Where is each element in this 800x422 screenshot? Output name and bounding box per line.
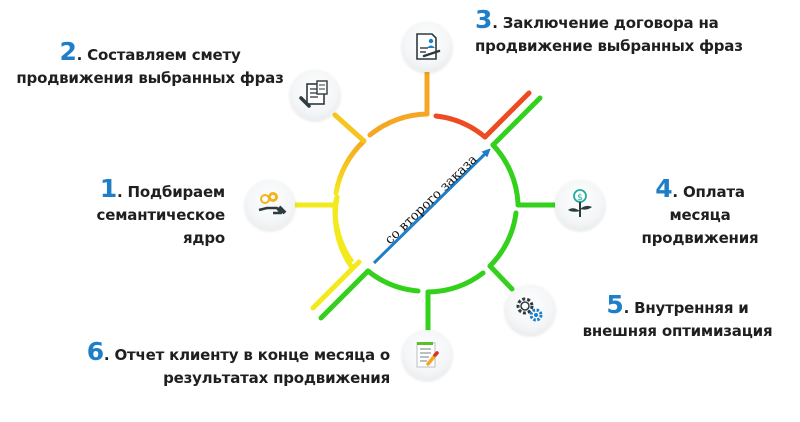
arc-step4-5	[487, 210, 519, 269]
step-6: 6. Отчет клиенту в конце месяца о резуль…	[80, 337, 390, 390]
hand-gears-icon	[258, 192, 287, 215]
step-4-line2: продвижения	[641, 229, 759, 247]
step-1-line1: 1. Подбираем	[99, 174, 226, 203]
step-5-title: Внутренняя и	[634, 299, 749, 317]
arc-step3-red	[433, 113, 488, 140]
green-line-top	[490, 95, 543, 148]
step2-icon-disc	[290, 70, 340, 120]
step-5: 5. Внутренняя и внешняя оптимизация	[580, 290, 775, 343]
step1-icon-disc	[245, 180, 295, 230]
arc-step6-start	[365, 268, 421, 294]
step-2-number: 2	[59, 37, 77, 66]
green-line-bottom	[318, 268, 371, 321]
arc-step1-2	[333, 138, 367, 196]
step-4-title: Оплата месяца	[669, 183, 745, 224]
connector-step1	[293, 194, 340, 208]
estimate-calculator-icon	[299, 80, 328, 108]
step-5-number: 5	[606, 290, 624, 319]
connector-step5	[487, 263, 515, 292]
arc-step5-6	[425, 270, 486, 295]
step-3: 3. Заключение договора на продвижение вы…	[475, 5, 795, 58]
yellow-line-bottom	[310, 259, 362, 311]
step-3-line2: продвижение выбранных фраз	[475, 37, 743, 55]
step-3-title: Заключение договора на	[502, 14, 719, 32]
optimization-gears-icon	[516, 297, 543, 322]
step-3-line1: 3. Заключение договора на	[475, 5, 719, 34]
step-1: 1. Подбираем семантическое ядро	[60, 174, 226, 250]
contract-document-icon	[416, 33, 441, 60]
step-5-line2: внешняя оптимизация	[582, 322, 773, 340]
step-6-line2: результатах продвижения	[163, 369, 390, 387]
step-2: 2. Составляем смету продвижения выбранны…	[0, 37, 300, 90]
step-6-title: Отчет клиенту в конце месяца о	[114, 346, 390, 364]
step-6-number: 6	[86, 337, 104, 366]
svg-text:$: $	[577, 193, 583, 203]
step-3-number: 3	[475, 5, 493, 34]
step-2-line1: 2. Составляем смету	[59, 37, 241, 66]
arc-step2-3	[367, 111, 430, 138]
step-6-line1: 6. Отчет клиенту в конце месяца о	[86, 337, 390, 366]
step-2-line2: продвижения выбранных фраз	[16, 69, 284, 87]
step-1-title: Подбираем	[127, 183, 226, 201]
step5-icon-disc	[505, 285, 555, 335]
money-plant-icon: $	[568, 189, 592, 217]
step3-icon-disc	[402, 22, 452, 72]
step-1-line2: семантическое ядро	[96, 206, 226, 247]
step-4-line1: 4. Оплата месяца	[655, 174, 745, 224]
connector-step1-arc	[332, 204, 355, 264]
step-4: 4. Оплата месяца продвижения	[625, 174, 775, 250]
report-edit-icon	[416, 342, 439, 368]
step-4-number: 4	[655, 174, 673, 203]
step4-icon-disc: $	[555, 180, 605, 230]
cycle-arrow	[372, 151, 488, 265]
connector-step2	[332, 112, 367, 144]
red-line	[482, 90, 532, 140]
step-2-title: Составляем смету	[87, 46, 241, 64]
arc-step4-green	[490, 142, 521, 206]
step-5-line1: 5. Внутренняя и	[606, 290, 749, 319]
step-1-number: 1	[99, 174, 118, 203]
step6-icon-disc	[402, 330, 452, 380]
